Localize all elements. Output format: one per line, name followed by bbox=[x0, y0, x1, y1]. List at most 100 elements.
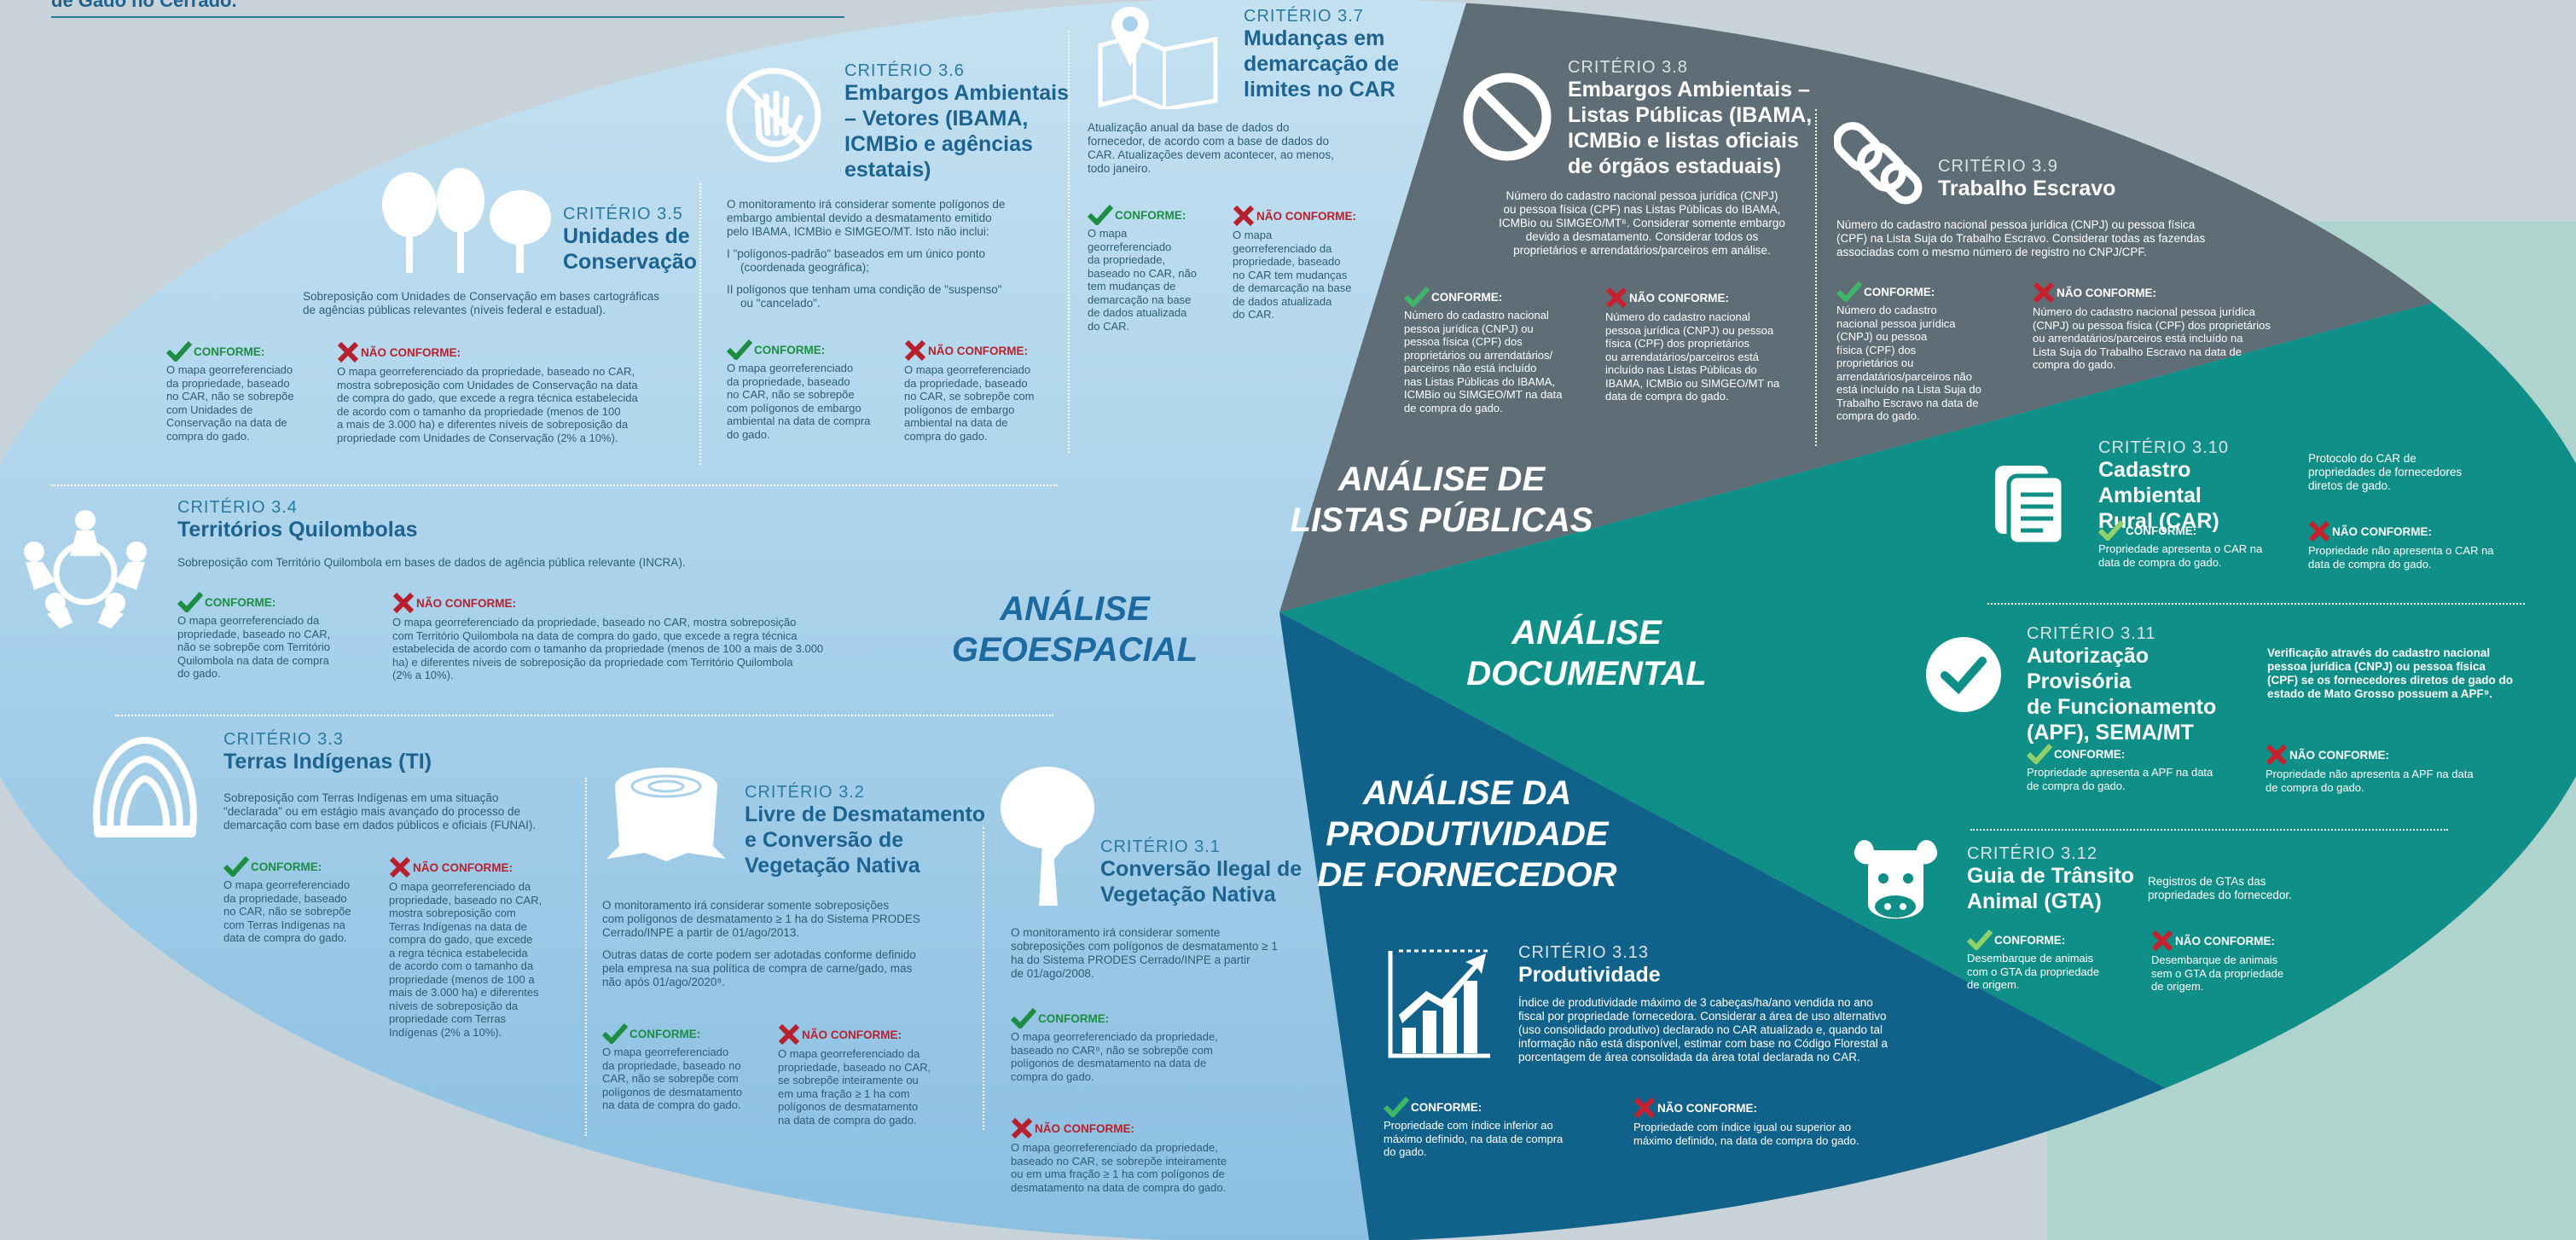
x-icon bbox=[778, 1023, 800, 1046]
x-icon bbox=[2266, 744, 2288, 766]
people-circle-icon bbox=[24, 510, 147, 629]
check-icon bbox=[1088, 205, 1113, 225]
criterion-title: Embargos Ambientais –Listas Públicas (IB… bbox=[1568, 78, 1813, 178]
criterion-number: CRITÉRIO 3.11 bbox=[2027, 624, 2156, 643]
x-icon bbox=[1633, 1097, 1656, 1119]
criterion-number: CRITÉRIO 3.2 bbox=[745, 783, 865, 802]
criterion-title: Terras Indígenas (TI) bbox=[223, 750, 432, 774]
criterion-3-10-conforme: CONFORME: Propriedade apresenta o CAR na… bbox=[2098, 520, 2303, 569]
criterion-number: CRITÉRIO 3.3 bbox=[223, 730, 344, 749]
x-icon bbox=[392, 592, 415, 614]
x-icon bbox=[904, 339, 926, 362]
criterion-3-9-description: Número do cadastro nacional pessoa juríd… bbox=[1836, 218, 2206, 258]
divider bbox=[585, 778, 587, 1136]
criterion-3-8-description: Número do cadastro nacional pessoa juríd… bbox=[1499, 189, 1785, 257]
criterion-3-2-nao-conforme: NÃO CONFORME: O mapa georreferenciado da… bbox=[778, 1023, 949, 1127]
x-icon bbox=[337, 341, 359, 363]
criterion-3-5-nao-conforme: NÃO CONFORME: O mapa georreferenciado da… bbox=[337, 341, 695, 444]
no-hand-icon bbox=[726, 67, 821, 163]
stump-icon bbox=[606, 768, 726, 861]
check-icon bbox=[166, 341, 192, 362]
divider bbox=[1987, 603, 2525, 605]
check-icon bbox=[1011, 1008, 1036, 1029]
criterion-3-9-nao-conforme: NÃO CONFORME: Número do cadastro naciona… bbox=[2033, 281, 2314, 372]
check-icon bbox=[1836, 281, 1862, 302]
criterion-3-13-nao-conforme: NÃO CONFORME: Propriedade com índice igu… bbox=[1633, 1097, 1915, 1147]
trees-icon bbox=[382, 168, 551, 273]
tree-icon bbox=[1001, 767, 1094, 906]
check-icon bbox=[2098, 520, 2124, 541]
x-icon bbox=[2151, 930, 2173, 952]
criterion-3-2-description: O monitoramento irá considerar somente s… bbox=[602, 899, 920, 988]
divider bbox=[699, 183, 701, 465]
divider bbox=[115, 715, 1053, 716]
criterion-3-6: CRITÉRIO 3.6 Embargos Ambientais– Vetore… bbox=[844, 61, 1075, 183]
criterion-3-13-conforme: CONFORME: Propriedade com índice inferio… bbox=[1384, 1097, 1605, 1159]
check-icon bbox=[1404, 287, 1430, 307]
criterion-3-8: CRITÉRIO 3.8 Embargos Ambientais –Listas… bbox=[1568, 58, 1824, 179]
check-icon bbox=[223, 856, 249, 877]
chain-icon bbox=[1834, 122, 1923, 205]
x-icon bbox=[1011, 1117, 1033, 1139]
criterion-number: CRITÉRIO 3.6 bbox=[844, 61, 965, 80]
criterion-3-13: CRITÉRIO 3.13 Produtividade bbox=[1518, 943, 1774, 988]
divider bbox=[1068, 31, 1070, 453]
criterion-3-5-description: Sobreposição com Unidades de Conservação… bbox=[303, 290, 659, 316]
criterion-3-1-conforme: CONFORME: O mapa georreferenciado da pro… bbox=[1011, 1008, 1292, 1083]
criterion-number: CRITÉRIO 3.9 bbox=[1938, 157, 2058, 176]
check-circle-icon bbox=[1926, 637, 2001, 712]
x-icon bbox=[2308, 520, 2330, 542]
divider bbox=[983, 827, 984, 1130]
map-pin-icon bbox=[1098, 7, 1218, 109]
criterion-3-4-nao-conforme: NÃO CONFORME: O mapa georreferenciado da… bbox=[392, 592, 870, 682]
criterion-3-3-nao-conforme: NÃO CONFORME: O mapa georreferenciado da… bbox=[389, 856, 560, 1039]
check-icon bbox=[177, 592, 203, 612]
criterion-number: CRITÉRIO 3.8 bbox=[1568, 58, 1688, 77]
criterion-number: CRITÉRIO 3.1 bbox=[1100, 837, 1221, 856]
criterion-3-4: CRITÉRIO 3.4 Territórios Quilombolas bbox=[177, 498, 604, 542]
criterion-3-11-description: Verificação através do cadastro nacional… bbox=[2267, 646, 2514, 700]
divider bbox=[1815, 109, 1817, 446]
prohibited-icon bbox=[1463, 72, 1552, 161]
criterion-title: Produtividade bbox=[1518, 963, 1661, 987]
criterion-number: CRITÉRIO 3.12 bbox=[1967, 844, 2098, 863]
criterion-3-11-conforme: CONFORME: Propriedade apresenta a APF na… bbox=[2027, 744, 2257, 792]
criterion-3-11-nao-conforme: NÃO CONFORME: Propriedade não apresenta … bbox=[2266, 744, 2521, 794]
x-icon bbox=[389, 856, 411, 878]
divider bbox=[1970, 829, 2448, 831]
criterion-title: Embargos Ambientais– Vetores (IBAMA,ICMB… bbox=[844, 81, 1070, 182]
criterion-3-13-description: Índice de produtividade máximo de 3 cabe… bbox=[1518, 996, 1888, 1063]
criterion-number: CRITÉRIO 3.10 bbox=[2098, 438, 2230, 457]
criterion-3-10-nao-conforme: NÃO CONFORME: Propriedade não apresenta … bbox=[2308, 520, 2530, 571]
document-icon bbox=[1995, 466, 2066, 547]
criterion-number: CRITÉRIO 3.7 bbox=[1244, 7, 1364, 26]
headdress-icon bbox=[93, 736, 197, 837]
